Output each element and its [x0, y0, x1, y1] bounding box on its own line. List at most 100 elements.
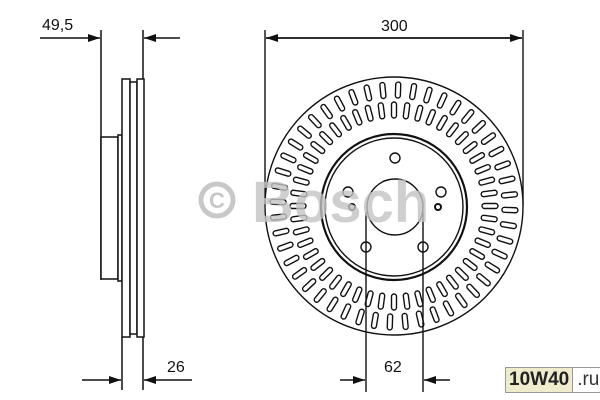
vent-slot — [442, 300, 455, 317]
vent-slot — [469, 248, 486, 260]
vent-slot — [307, 113, 322, 129]
vent-slot — [390, 101, 398, 119]
vent-slot — [402, 292, 411, 310]
vent-slot — [363, 84, 373, 102]
vent-slot — [355, 308, 365, 326]
badge-suffix: .ru — [572, 368, 600, 392]
vent-slot — [454, 266, 469, 281]
vent-slot — [491, 248, 508, 260]
vent-slot — [478, 176, 496, 186]
vent-slot — [351, 286, 363, 303]
vent-slot — [454, 131, 469, 146]
badge-main: 10W40 — [506, 368, 573, 392]
vent-slot — [290, 189, 308, 198]
vent-slot — [291, 266, 308, 280]
vent-slot — [414, 104, 424, 122]
vent-slot — [301, 278, 317, 293]
vent-slot — [390, 293, 398, 311]
vent-slot — [480, 214, 498, 223]
vent-slot — [478, 226, 496, 236]
vent-slot — [276, 241, 294, 252]
vent-slot — [297, 163, 314, 175]
vent-slot — [289, 202, 307, 210]
side-view — [40, 30, 192, 390]
vent-slot — [364, 290, 374, 308]
vent-slot — [287, 138, 304, 151]
vent-slot — [409, 82, 418, 101]
vent-slot — [480, 189, 498, 198]
vent-slot — [290, 214, 308, 223]
vent-slot — [466, 283, 481, 299]
vent-slot — [274, 167, 292, 177]
vent-slot — [462, 257, 478, 271]
vent-slot — [319, 131, 334, 146]
vent-slot — [313, 288, 327, 303]
vent-slot — [501, 206, 519, 214]
vent-slot — [414, 290, 424, 308]
vent-slot — [326, 296, 339, 313]
vent-slot — [429, 306, 440, 324]
vent-slot — [319, 266, 334, 281]
watermark-text: Bosch — [252, 170, 429, 235]
vent-slot — [471, 119, 487, 134]
vent-slots — [269, 81, 519, 331]
vent-slot — [436, 114, 448, 131]
vent-slot — [462, 141, 478, 155]
vent-slot — [333, 95, 346, 112]
vent-slot — [379, 81, 387, 100]
vent-slot — [292, 176, 310, 186]
svg-text:C: C — [209, 188, 225, 213]
offset-dimension: 49,5 — [42, 17, 73, 34]
site-badge[interactable]: 10W40 .ru — [505, 367, 600, 393]
vent-slot — [445, 122, 459, 138]
vent-slot — [401, 312, 409, 331]
vent-slot — [270, 182, 289, 191]
vent-slot — [461, 109, 475, 124]
vent-slot — [469, 152, 486, 164]
vent-slot — [329, 274, 343, 290]
vent-slot — [370, 311, 379, 330]
vent-slot — [499, 221, 518, 230]
vent-slot — [402, 102, 411, 120]
vent-slot — [302, 248, 319, 260]
vent-slot — [436, 281, 448, 298]
vent-slot — [498, 175, 516, 185]
diameter-dimension: 300 — [381, 18, 408, 35]
vent-slot — [423, 86, 433, 104]
vent-slot — [445, 274, 459, 290]
vent-slot — [377, 292, 386, 310]
vent-slot — [474, 237, 491, 249]
vent-slot — [340, 303, 352, 320]
vent-slot — [310, 257, 326, 271]
vent-slot — [494, 160, 512, 171]
vent-slot — [292, 226, 310, 236]
center-bore-dimension: 62 — [384, 359, 402, 376]
vent-slot — [500, 191, 519, 199]
vent-slot — [481, 202, 499, 210]
vent-slot — [329, 122, 343, 138]
vent-slot — [310, 141, 326, 155]
vent-slot — [386, 313, 394, 331]
thickness-dimension: 26 — [167, 359, 185, 376]
vent-slot — [425, 286, 437, 303]
vent-slot — [297, 125, 312, 139]
vent-slot — [302, 152, 319, 164]
vent-slot — [269, 213, 288, 221]
vent-slot — [283, 254, 300, 267]
vent-slot — [449, 99, 462, 116]
vent-slot — [480, 132, 497, 146]
vent-slot — [364, 104, 374, 122]
vent-slot — [280, 152, 297, 164]
vent-slot — [476, 273, 491, 287]
watermark: C Bosch — [198, 170, 429, 235]
vent-slot — [320, 103, 334, 120]
vent-slot — [474, 163, 491, 175]
vent-slot — [425, 109, 437, 126]
vent-slot — [436, 92, 448, 109]
vent-slot — [340, 114, 352, 131]
vent-slot — [351, 109, 363, 126]
vent-slot — [496, 235, 514, 245]
front-view — [264, 30, 524, 392]
